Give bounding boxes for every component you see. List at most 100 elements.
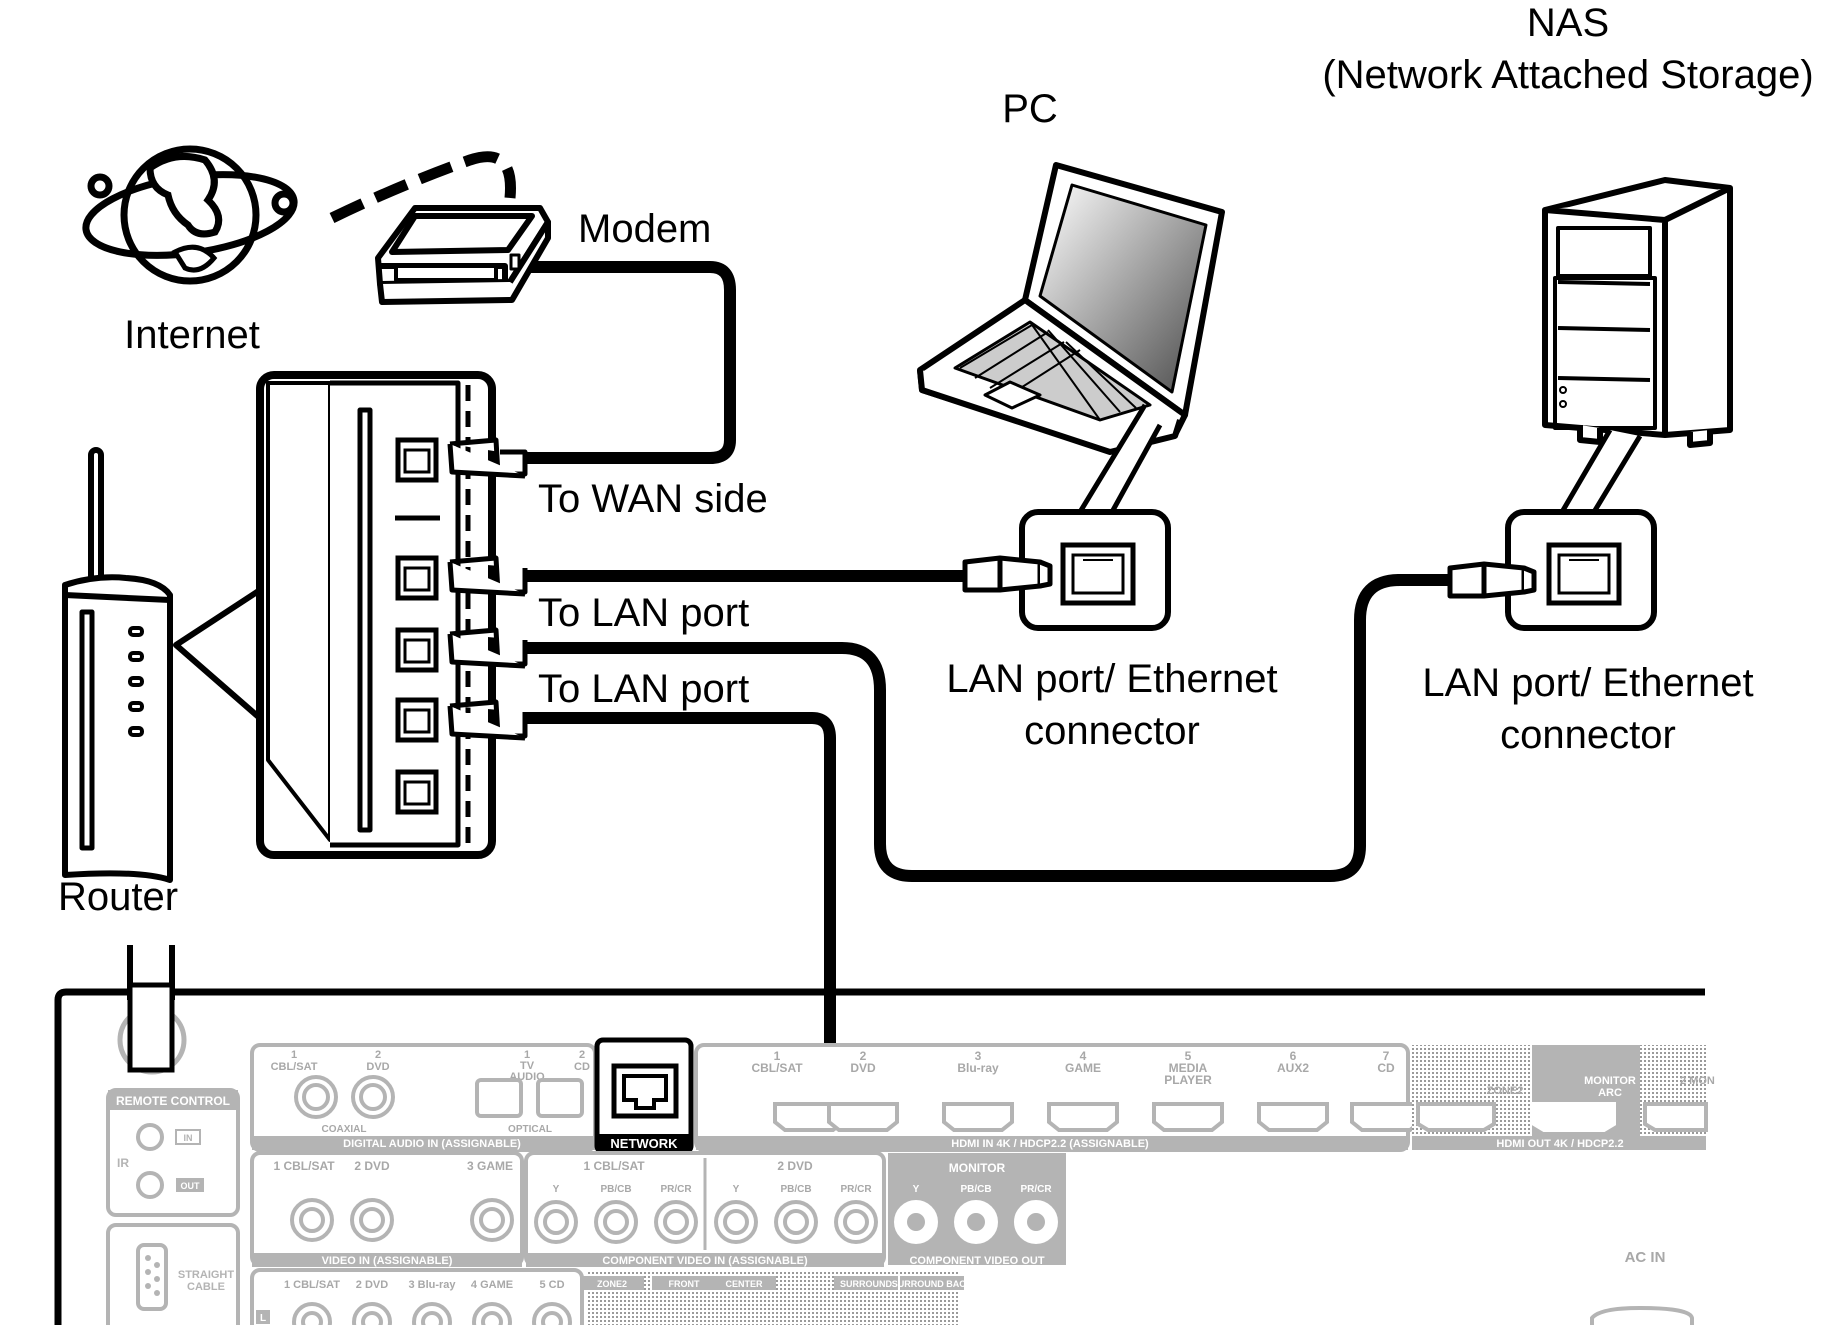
diagram-labels: NAS (Network Attached Storage) PC Modem … [58, 1, 1814, 919]
hdmi-in-jack-3 [942, 1102, 1014, 1132]
hdmi-in-label-1: CBL/SAT [751, 1061, 803, 1075]
lan-port-4 [395, 769, 439, 815]
straight-cable-label-1: STRAIGHT [178, 1269, 235, 1281]
ir-in-tag: IN [184, 1133, 193, 1143]
hdmi-in-jack-2 [827, 1102, 899, 1132]
video-block: VIDEO IN (ASSIGNABLE) 1 CBL/SAT 2 DVD 3 … [250, 1151, 524, 1267]
router-icon [62, 447, 173, 883]
svg-text:HDMI IN: HDMI IN 4K / HDCP2.2 (ASSIGNABLE) [951, 1138, 1149, 1150]
component-in-ch-2: PB/CB [600, 1184, 631, 1195]
video-group-label: VIDEO [322, 1255, 357, 1267]
pc-label: PC [1002, 87, 1058, 131]
hdmi-in-num-3: 3 [975, 1049, 982, 1063]
pc-lan-label-line2: connector [1024, 709, 1200, 753]
component-out-ch-3: PR/CR [1020, 1184, 1052, 1195]
pc-lan-port-box [1019, 509, 1171, 631]
nas-lan-label-line1: LAN port/ Ethernet [1422, 661, 1753, 705]
component-in-ch-3: PR/CR [660, 1184, 692, 1195]
svg-text:COMPONENT VIDEO: COMPONENT VIDEO OUT [909, 1255, 1044, 1267]
router-port-panel [256, 371, 496, 859]
video-input-1: 1 CBL/SAT [273, 1159, 335, 1173]
video-input-3: 3 GAME [467, 1159, 513, 1173]
modem-label: Modem [578, 207, 711, 251]
component-out-tag: OUT [1021, 1255, 1045, 1267]
audio-in-input-5: 5 CD [539, 1279, 564, 1291]
da-tv: TV [520, 1060, 535, 1072]
router-label: Router [58, 875, 178, 919]
hdmi-in-label-5b: PLAYER [1164, 1073, 1212, 1087]
hdmi-in-label-3: Blu-ray [957, 1061, 999, 1075]
video-input-2: 2 DVD [354, 1159, 390, 1173]
hdmi-in-num-6: 6 [1290, 1049, 1297, 1063]
optical-label: OPTICAL [508, 1124, 552, 1135]
hdmi-in-num-2: 2 [860, 1049, 867, 1063]
internet-label: Internet [124, 313, 260, 357]
hdmi-in-assignable: (ASSIGNABLE) [1069, 1138, 1149, 1150]
da-input-1: CBL/SAT [271, 1061, 318, 1073]
remote-control-block: REMOTE CONTROL IR IN OUT [106, 1088, 240, 1217]
component-in-ch-5: PB/CB [780, 1184, 811, 1195]
hdmi-in-block: HDMI IN 4K / HDCP2.2 (ASSIGNABLE) 1CBL/S… [694, 1043, 1422, 1152]
da-num-2: 2 [375, 1049, 381, 1061]
hdmi-in-spec: 4K / HDCP2.2 [997, 1138, 1067, 1150]
router-to-nas-cable [519, 574, 1456, 882]
hdmi-in-ports: 1CBL/SAT2DVD3Blu-ray4GAME5MEDIAPLAYER6AU… [751, 1049, 1422, 1132]
audio-in-l: L [260, 1313, 266, 1324]
lan-port-1 [395, 555, 439, 601]
hdmi-in-jack-5 [1152, 1102, 1224, 1132]
digital-audio-group-label: DIGITAL AUDIO [343, 1138, 425, 1150]
svg-text:COMPONENT VIDEO: COMPONENT VIDEO IN (ASSIGNABLE) [602, 1255, 808, 1267]
hdmi-out-zone2: ZONE2 [1487, 1085, 1524, 1097]
da-num-1: 1 [291, 1049, 297, 1061]
router-to-receiver-cable [519, 712, 836, 1096]
component-out-ch-1: Y [913, 1184, 920, 1195]
digital-audio-assignable: (ASSIGNABLE) [441, 1138, 521, 1150]
ir-out-tag: OUT [181, 1181, 201, 1191]
da-num-4: 2 [579, 1049, 585, 1061]
lan-port-3 [395, 697, 439, 743]
router-ports [395, 437, 439, 815]
hdmi-out-monitor: MONITOR [1584, 1075, 1636, 1087]
hdmi-in-label-7: CD [1377, 1061, 1395, 1075]
component-in-tag: IN [714, 1255, 725, 1267]
hdmi-in-jack-6 [1257, 1102, 1329, 1132]
hdmi-in-num-4: 4 [1080, 1049, 1087, 1063]
pre-out-label-4: SURROUND [840, 1279, 893, 1289]
hdmi-in-label-5: MEDIA [1169, 1061, 1208, 1075]
hdmi-in-label-6: AUX2 [1277, 1061, 1309, 1075]
straight-cable-label-2: CABLE [187, 1281, 225, 1293]
audio-in-input-3: 3 Blu-ray [408, 1279, 456, 1291]
ac-in-socket [1590, 1305, 1694, 1325]
da-input-2: DVD [366, 1061, 389, 1073]
nas-icon [1542, 177, 1733, 448]
hdmi-in-jack-7 [1350, 1102, 1422, 1132]
pre-out-label-1: ZONE2 [597, 1279, 627, 1289]
internet-modem-dashed-link [329, 151, 516, 223]
component-in-group-label: COMPONENT VIDEO [602, 1255, 711, 1267]
pc-lan-label-line1: LAN port/ Ethernet [946, 657, 1277, 701]
component-in-assignable: (ASSIGNABLE) [728, 1255, 808, 1267]
hdmi-in-tag: IN [982, 1138, 993, 1150]
video-jacks [290, 1198, 514, 1242]
hdmi-in-num-1: 1 [774, 1049, 781, 1063]
video-in-tag: IN [359, 1255, 370, 1267]
rs232-block: STRAIGHT CABLE [106, 1223, 240, 1325]
audio-in-input-4: 4 GAME [471, 1279, 513, 1291]
component-in-block: COMPONENT VIDEO IN (ASSIGNABLE) 1 CBL/SA… [524, 1151, 886, 1267]
network-port-block: NETWORK [594, 1037, 694, 1155]
video-assignable: (ASSIGNABLE) [373, 1255, 453, 1267]
lan-port-2 [395, 627, 439, 673]
nas-subtitle: (Network Attached Storage) [1322, 53, 1813, 97]
router-plugs [447, 437, 528, 741]
